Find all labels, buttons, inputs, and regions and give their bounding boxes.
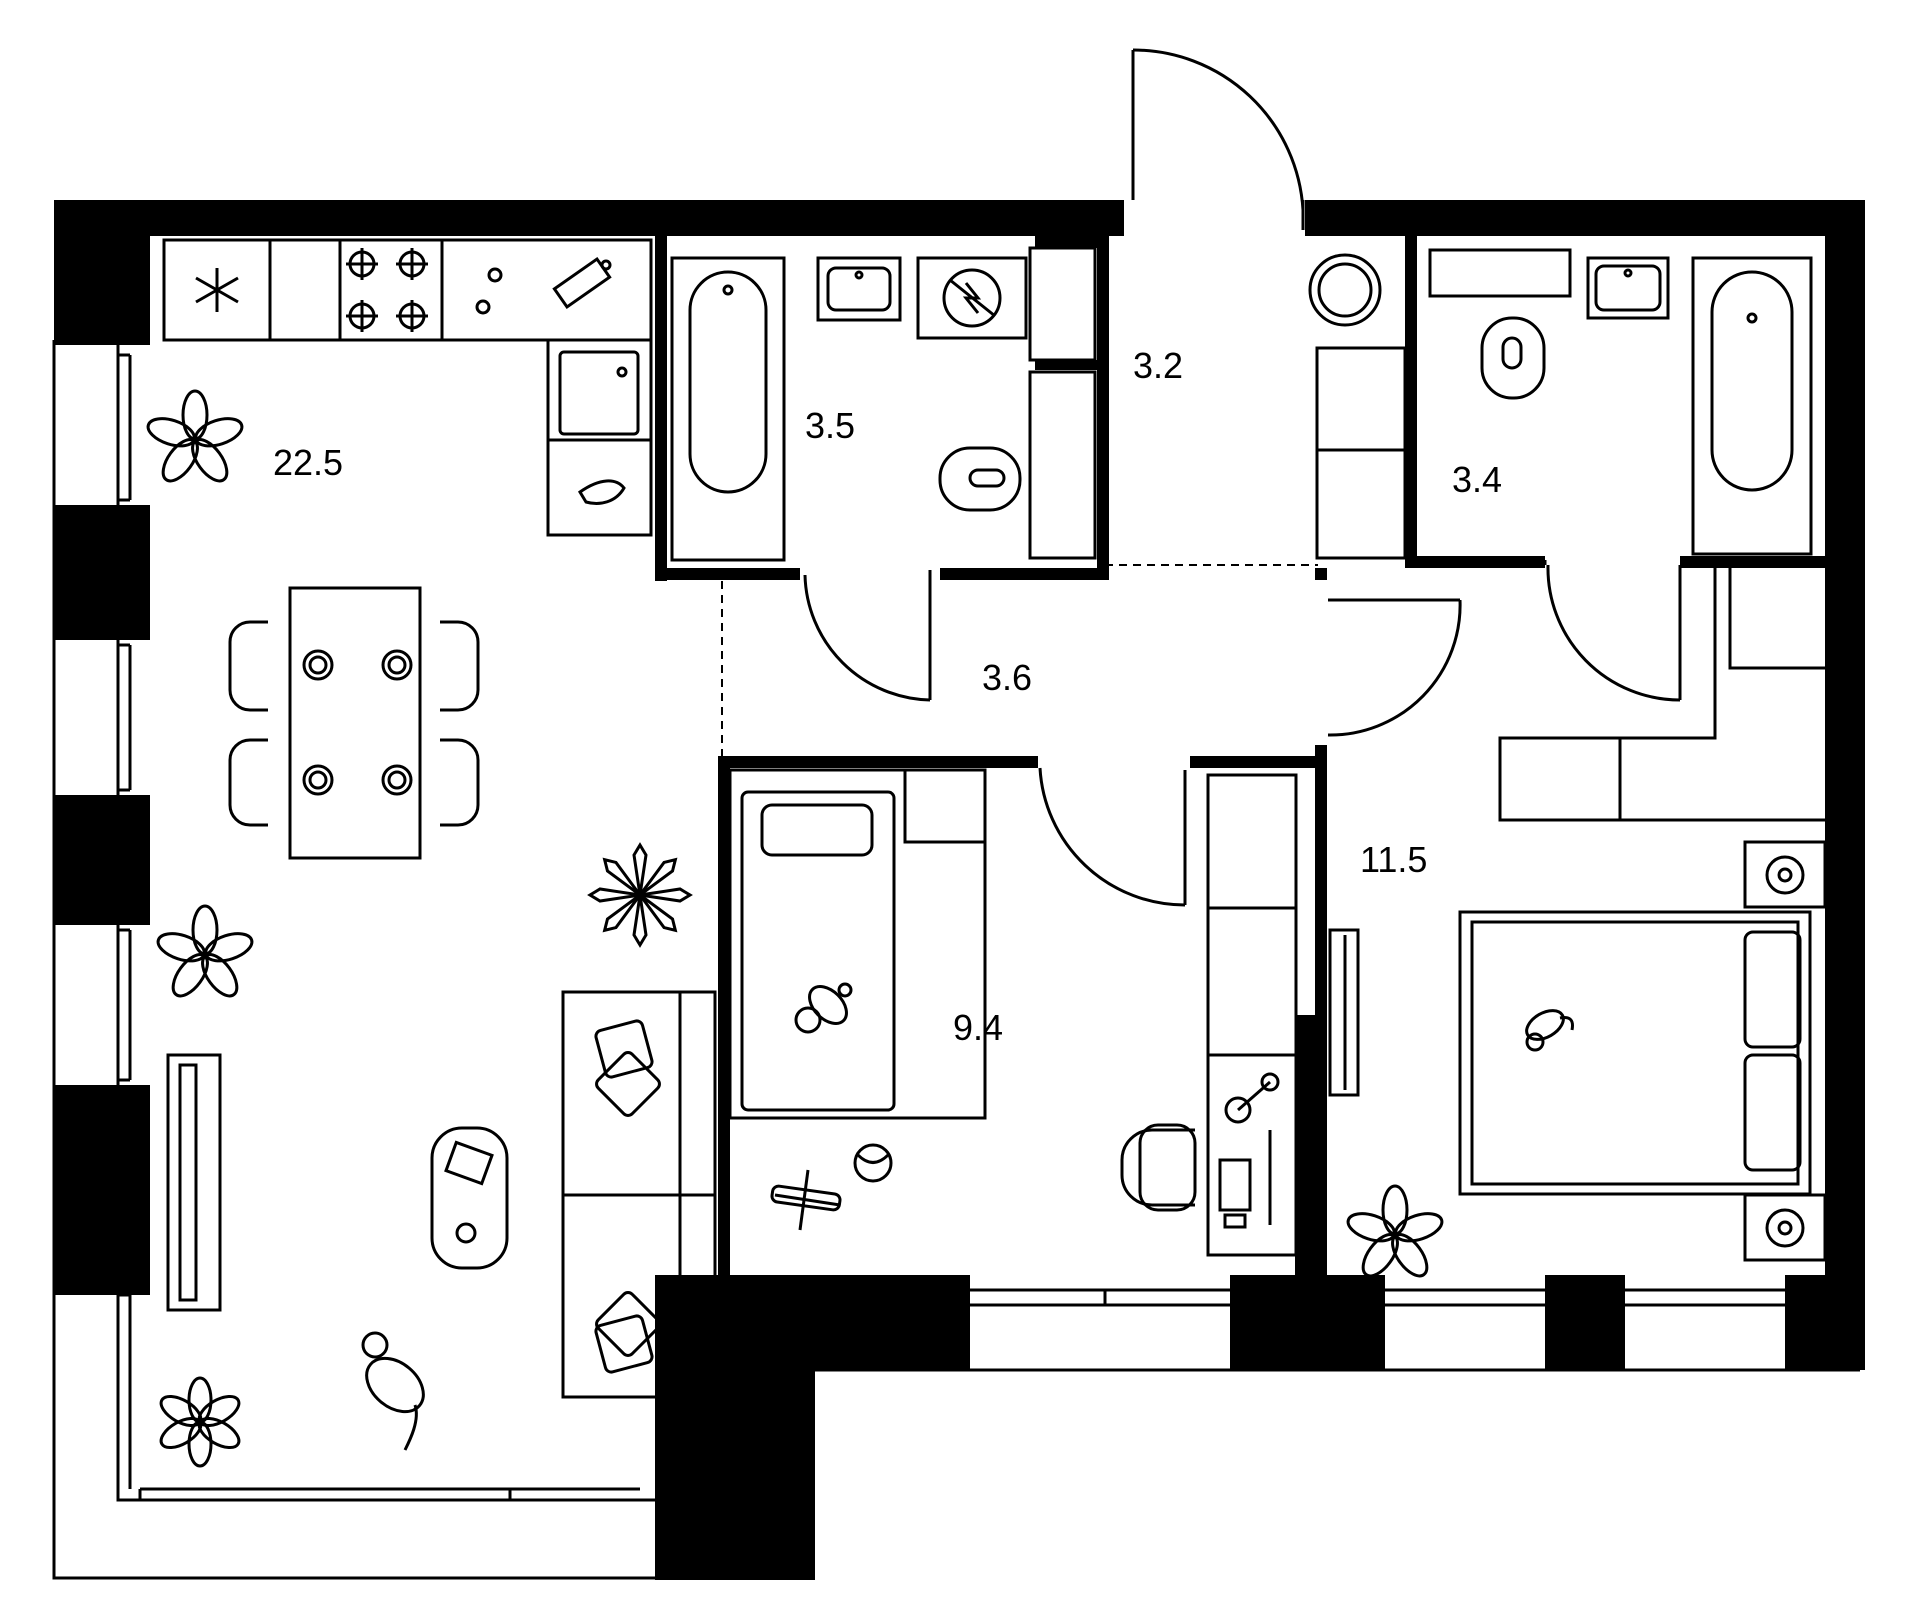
area-label-bathroom-2: 3.4 <box>1452 459 1502 500</box>
plant-icon <box>146 389 1444 1468</box>
walls <box>54 200 1865 1580</box>
cat-icon <box>1525 1009 1574 1052</box>
wardrobe-icon <box>1315 346 1407 560</box>
area-label-bathroom-1: 3.5 <box>805 405 855 446</box>
area-label-bedroom: 11.5 <box>1360 839 1427 880</box>
area-label-living-kitchen: 22.5 <box>273 442 343 483</box>
kitchen-items-icon <box>475 256 612 315</box>
window-icon <box>118 353 1860 1489</box>
zone-divider <box>721 564 1318 756</box>
plate-icon <box>302 649 413 796</box>
area-label-corridor: 3.6 <box>982 657 1032 698</box>
door-icon <box>803 48 1682 907</box>
nightstand-icon <box>1743 840 1827 1262</box>
kitchen-counter <box>162 238 653 537</box>
washing-machine-icon <box>916 256 1028 340</box>
toilet-icon <box>938 446 1022 512</box>
cabinet-icon <box>1028 246 1097 560</box>
area-label-kids-room: 9.4 <box>953 1007 1003 1048</box>
stove-icon <box>346 248 428 332</box>
shelf-icon <box>1428 248 1572 298</box>
bed-icon <box>1458 910 1812 1196</box>
dining-table-icon <box>288 586 422 860</box>
fridge-icon <box>195 268 239 312</box>
tv-icon <box>166 1053 222 1312</box>
chair-icon <box>228 620 480 827</box>
desk-chair-icon <box>1120 1123 1197 1212</box>
sink-icon <box>816 256 902 322</box>
bathtub-icon <box>670 256 786 562</box>
tv-icon <box>1328 928 1360 1097</box>
coffee-table-icon <box>430 1126 509 1270</box>
bathtub-icon <box>1691 256 1813 556</box>
ball-icon <box>853 1143 893 1183</box>
sink-icon <box>558 350 640 436</box>
bicycle-icon <box>1224 1072 1280 1124</box>
dishwasher-icon <box>577 479 626 505</box>
sofa-icon <box>561 990 717 1399</box>
wardrobe-icon <box>1498 568 1825 822</box>
dog-icon <box>361 1331 425 1451</box>
toilet-icon <box>1480 316 1546 400</box>
pouf-icon <box>1308 253 1382 327</box>
outer-outline <box>52 340 810 1580</box>
bed-icon <box>728 768 987 1120</box>
airplane-toy-icon <box>770 1169 842 1231</box>
desk-icon <box>1206 1053 1298 1257</box>
teddy-bear-icon <box>794 982 853 1034</box>
wardrobe-icon <box>1206 773 1298 1057</box>
sink-icon <box>1586 256 1670 320</box>
area-label-hall: 3.2 <box>1133 345 1183 386</box>
